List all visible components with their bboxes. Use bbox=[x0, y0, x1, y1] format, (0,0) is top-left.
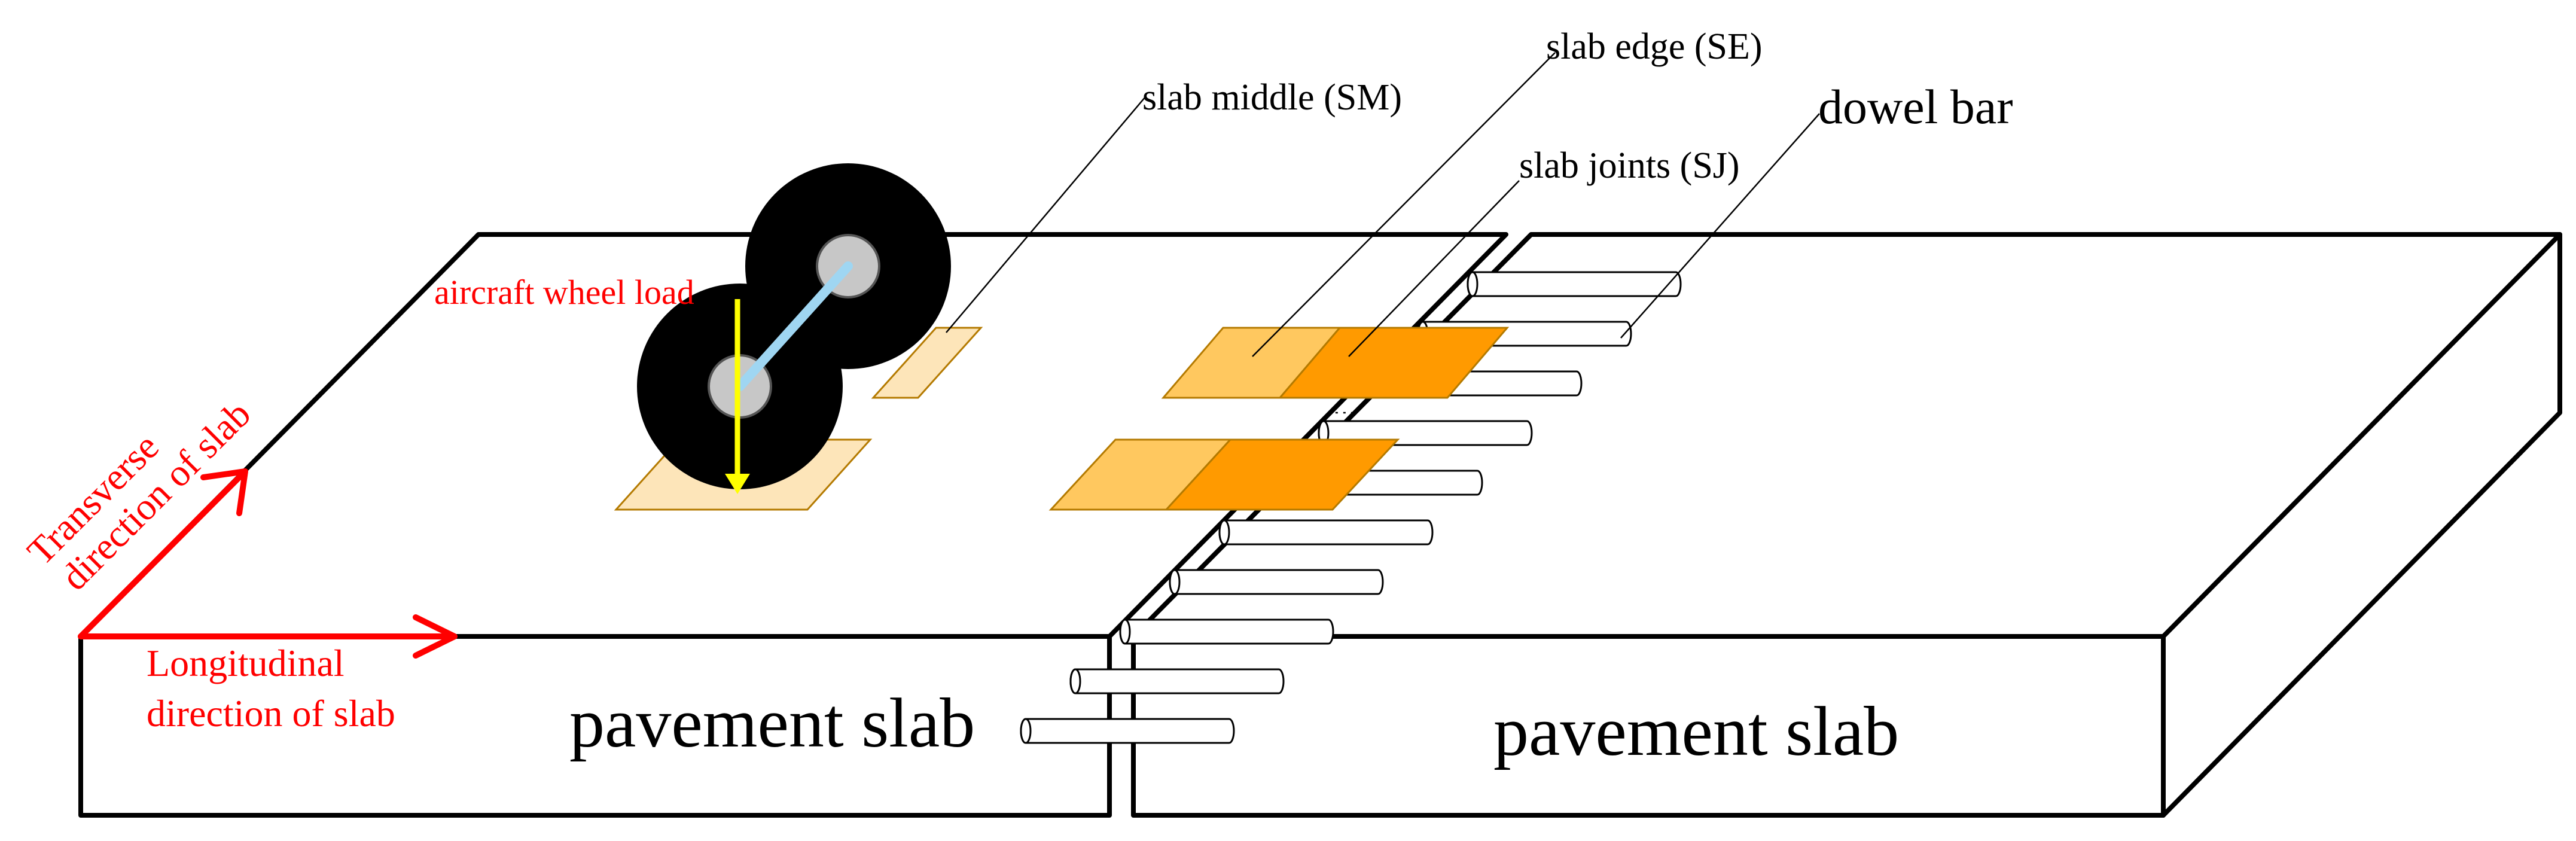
footprint-slab-joint-back bbox=[1278, 327, 1510, 399]
axle bbox=[735, 261, 853, 391]
label-left-pavement-slab: pavement slab bbox=[569, 684, 975, 762]
label-longitudinal-line1: Longitudinal bbox=[147, 642, 345, 684]
label-longitudinal-line2: direction of slab bbox=[147, 692, 395, 735]
dowel-bar-body bbox=[1020, 718, 1235, 744]
transverse-arrow-shaft bbox=[78, 473, 243, 639]
footprint-slab-middle-back bbox=[871, 327, 983, 399]
dowel-bar bbox=[1467, 271, 1682, 297]
longitudinal-arrow-head bbox=[413, 614, 458, 659]
down-arrow-icon bbox=[725, 299, 750, 494]
load-arrow-head bbox=[725, 474, 750, 494]
footprint-slab-joint-front bbox=[1164, 438, 1400, 511]
label-aircraft-wheel-load: aircraft wheel load bbox=[434, 273, 694, 312]
dowel-bar-end bbox=[1218, 519, 1230, 546]
dowel-bar bbox=[1169, 569, 1384, 595]
dowel-bar-body bbox=[1069, 668, 1285, 694]
right-slab-front-face bbox=[1131, 634, 2166, 818]
dowel-bar-body bbox=[1119, 618, 1334, 645]
dowel-bar bbox=[1119, 618, 1334, 645]
dowel-bar-body bbox=[1169, 569, 1384, 595]
leader-lines bbox=[946, 52, 1820, 357]
dowel-bar-end bbox=[1069, 668, 1081, 694]
label-slab-joints: slab joints (SJ) bbox=[1519, 145, 1740, 186]
dowel-bar-end bbox=[1169, 569, 1181, 595]
label-slab-edge: slab edge (SE) bbox=[1546, 26, 1763, 67]
aircraft-wheel-icon bbox=[637, 163, 951, 489]
dowel-bar-body bbox=[1218, 519, 1434, 546]
transverse-arrow-head bbox=[200, 468, 248, 516]
leader-slab-joints bbox=[1348, 180, 1520, 357]
diagonal-arrow-icon bbox=[78, 468, 248, 639]
label-right-pavement-slab: pavement slab bbox=[1493, 692, 1899, 770]
label-slab-middle: slab middle (SM) bbox=[1142, 77, 1402, 118]
label-dowel-bar: dowel bar bbox=[1818, 80, 2013, 134]
dowel-bar-end bbox=[1467, 271, 1478, 297]
dowel-bar bbox=[1218, 519, 1434, 546]
dowel-bar-end bbox=[1020, 718, 1032, 744]
dowel-bar-end bbox=[1119, 618, 1131, 645]
leader-slab-edge bbox=[1252, 52, 1556, 357]
dowel-bar bbox=[1069, 668, 1285, 694]
dowel-bar bbox=[1020, 718, 1235, 744]
left-slab-front-face bbox=[78, 634, 1112, 818]
right-arrow-icon bbox=[78, 614, 458, 659]
leader-dowel-bar bbox=[1620, 113, 1820, 339]
leader-slab-middle bbox=[946, 96, 1146, 333]
right-slab bbox=[1131, 232, 2562, 818]
dowel-bar-body bbox=[1467, 271, 1682, 297]
